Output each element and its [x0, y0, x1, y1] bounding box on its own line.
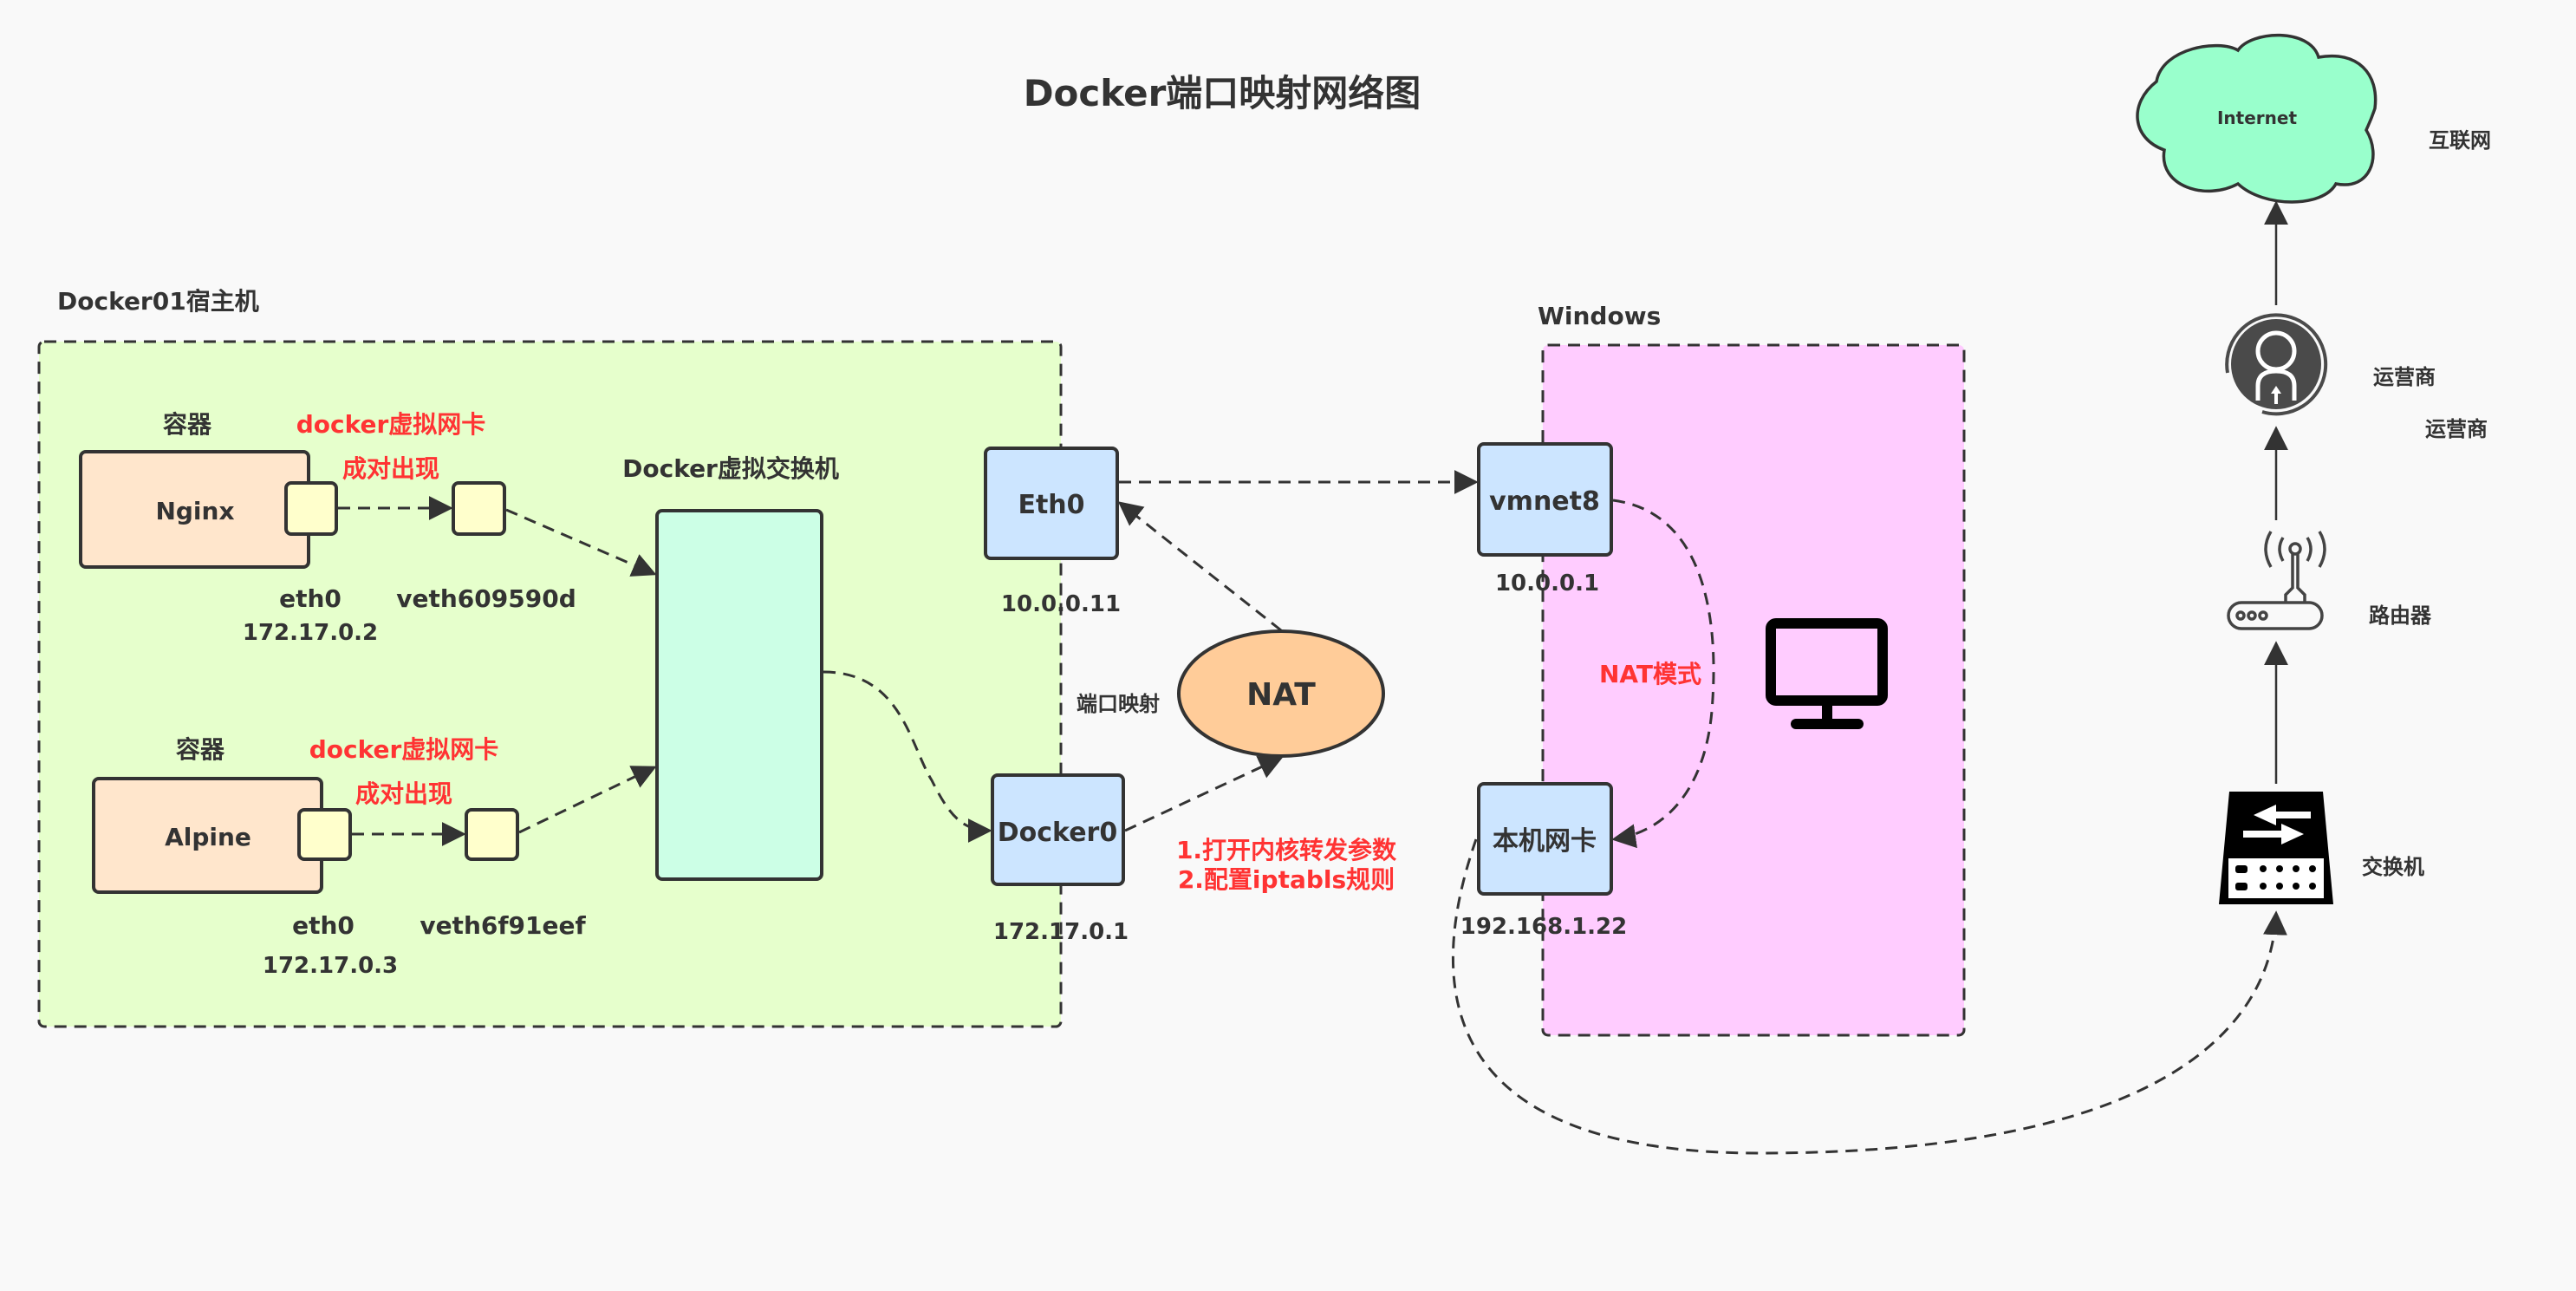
port-mapping-label: 端口映射: [1077, 692, 1160, 716]
nat-step-2: 2.配置iptabls规则: [1178, 865, 1395, 894]
container-label-1: 容器: [163, 410, 212, 439]
local-nic[interactable]: [1477, 782, 1613, 896]
local-nic-label: 本机网卡: [1493, 826, 1597, 857]
host-eth0-label: Eth0: [1018, 490, 1084, 520]
nat-mode-label: NAT模式: [1599, 660, 1701, 688]
router-icon[interactable]: [2227, 531, 2326, 630]
nginx-veth-to-bridge-arrow: [505, 508, 657, 577]
router-caption: 路由器: [2369, 603, 2432, 628]
vmnet8-ip: 10.0.0.1: [1495, 571, 1599, 597]
isp-caption: 运营商: [2373, 365, 2436, 389]
veth-note-1a: docker虚拟网卡: [296, 410, 486, 439]
bridge-to-docker0-arrow: [823, 670, 992, 843]
nginx-eth0-ip: 172.17.0.2: [243, 620, 378, 646]
alpine-eth0-port[interactable]: [297, 808, 352, 861]
host-docker0-ip: 172.17.0.1: [993, 919, 1129, 945]
bridge-label: Docker虚拟交换机: [622, 454, 839, 483]
veth-note-2a: docker虚拟网卡: [309, 735, 499, 764]
nginx-veth-label: veth609590d: [396, 584, 576, 613]
veth-note-2b: 成对出现: [355, 779, 452, 808]
host-eth0-ip: 10.0.0.11: [1001, 591, 1121, 617]
switch-caption: 交换机: [2362, 855, 2424, 879]
isp-user-icon[interactable]: [2225, 313, 2328, 416]
monitor-icon: [1766, 618, 1888, 729]
local-nic-to-switch-arrow: [1451, 838, 2287, 1155]
alpine-eth0-ip: 172.17.0.3: [263, 953, 398, 979]
nginx-eth0-port[interactable]: [284, 481, 338, 536]
switch-icon[interactable]: [2219, 792, 2333, 904]
vmnet8-label: vmnet8: [1489, 486, 1600, 517]
nat-step-1: 1.打开内核转发参数: [1176, 836, 1397, 864]
isp-caption-2: 运营商: [2425, 417, 2488, 441]
alpine-veth-label: veth6f91eef: [420, 911, 586, 940]
container-nginx-name: Nginx: [155, 497, 234, 525]
windows-group: [1541, 343, 1966, 1037]
nat-label: NAT: [1246, 677, 1316, 713]
veth-note-1b: 成对出现: [342, 454, 439, 483]
host-docker0[interactable]: [991, 773, 1125, 886]
internet-label: Internet: [2217, 108, 2297, 128]
vmnet8-nic[interactable]: [1477, 442, 1613, 557]
alpine-veth-port[interactable]: [465, 808, 519, 861]
windows-label: Windows: [1538, 302, 1661, 330]
alpine-eth0-label: eth0: [292, 911, 355, 940]
internet-caption: 互联网: [2429, 128, 2491, 153]
local-nic-ip: 192.168.1.22: [1460, 914, 1627, 940]
nginx-eth0-label: eth0: [279, 584, 342, 613]
host-label: Docker01宿主机: [57, 287, 259, 316]
host-eth0[interactable]: [984, 447, 1119, 560]
internet-cloud[interactable]: [2136, 33, 2378, 204]
container-label-2: 容器: [176, 735, 225, 764]
docker0-to-nat-arrow: [1124, 755, 1284, 832]
diagram-title: Docker端口映射网络图: [1024, 72, 1421, 114]
alpine-veth-to-bridge-arrow: [518, 766, 657, 834]
container-alpine-name: Alpine: [165, 823, 251, 851]
vmnet8-to-local-nic-arrow: [1611, 499, 1715, 849]
nat-to-eth0-arrow: [1117, 501, 1282, 632]
nginx-veth-port[interactable]: [452, 481, 506, 536]
host-docker0-label: Docker0: [998, 818, 1117, 848]
docker-bridge[interactable]: [655, 509, 823, 881]
